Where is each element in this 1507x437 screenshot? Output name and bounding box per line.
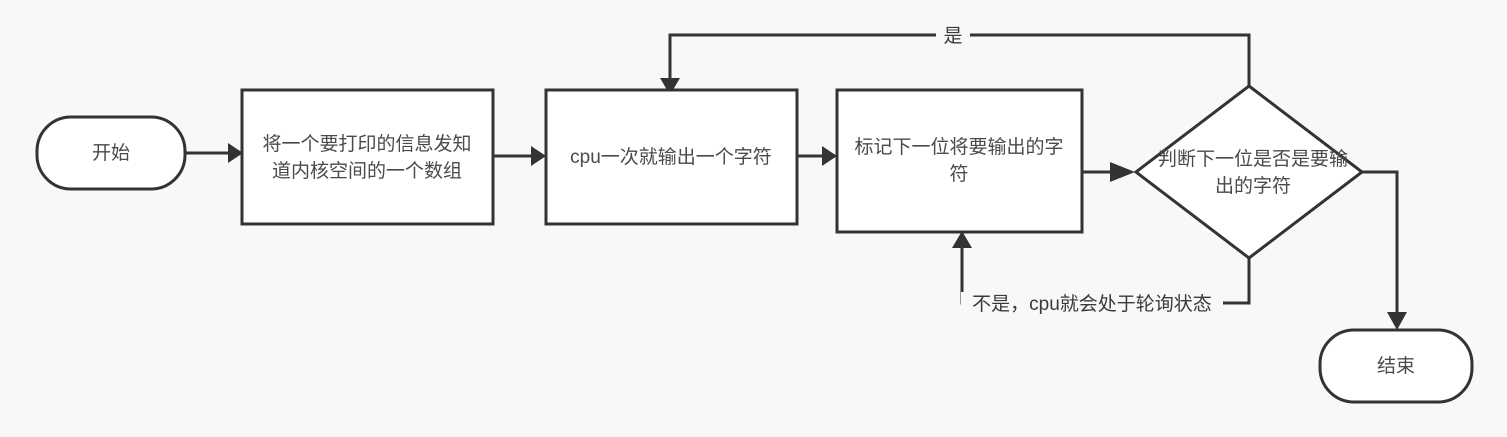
decide-label-line1: 判断下一位是否是要输 (1158, 148, 1348, 170)
step1-process-shape[interactable] (240, 88, 495, 226)
step1-label-line1: 将一个要打印的信息发知 (262, 133, 471, 155)
edge-label-background (961, 292, 1223, 317)
edge-step2-to-step3 (795, 146, 837, 166)
end-label: 结束 (1377, 355, 1415, 377)
arrow-head-icon (822, 146, 837, 166)
edge-decide-to-step3-no: 不是，cpu就会处于轮询状态 (952, 231, 1251, 317)
step3-process-shape[interactable] (835, 88, 1084, 234)
edge-line (1360, 170, 1399, 314)
edge-label-yes: 是 (943, 26, 962, 47)
node-step3[interactable]: 标记下一位将要输出的字 符 (835, 88, 1084, 234)
step2-process-shape[interactable] (544, 88, 799, 226)
step1-label-line2: 道内核空间的一个数组 (272, 160, 462, 182)
arrow-head-icon (228, 143, 243, 163)
edge-step1-to-step2 (492, 146, 546, 166)
end-terminal-shape[interactable] (1318, 328, 1474, 404)
node-step2[interactable]: cpu一次就输出一个字符 (544, 88, 799, 226)
step3-label-line2: 符 (949, 163, 968, 185)
decision-diamond-shape[interactable] (1133, 84, 1365, 260)
arrow-head-icon (1110, 162, 1135, 182)
edge-label-no: 不是，cpu就会处于轮询状态 (972, 293, 1212, 315)
edge-decide-to-step2-yes: 是 (660, 24, 1251, 95)
node-start[interactable]: 开始 (35, 115, 187, 191)
arrow-head-icon (531, 146, 546, 166)
start-terminal-shape[interactable] (35, 115, 187, 191)
edge-decide-to-end (1360, 170, 1407, 330)
node-end[interactable]: 结束 (1318, 328, 1474, 404)
node-decide[interactable]: 判断下一位是否是要输 出的字符 (1133, 84, 1365, 260)
edge-step3-to-decide (1081, 162, 1135, 182)
edge-start-to-step1 (184, 143, 243, 163)
step2-label-line1: cpu一次就输出一个字符 (570, 146, 772, 168)
decide-label-line2: 出的字符 (1215, 175, 1291, 197)
node-step1[interactable]: 将一个要打印的信息发知 道内核空间的一个数组 (240, 88, 495, 226)
arrow-head-icon (660, 78, 680, 95)
start-label: 开始 (92, 142, 130, 164)
arrow-head-icon (1387, 312, 1407, 330)
edge-label-background (936, 24, 970, 48)
arrow-head-icon (952, 231, 972, 248)
step3-label-line1: 标记下一位将要输出的字 (854, 136, 1063, 158)
